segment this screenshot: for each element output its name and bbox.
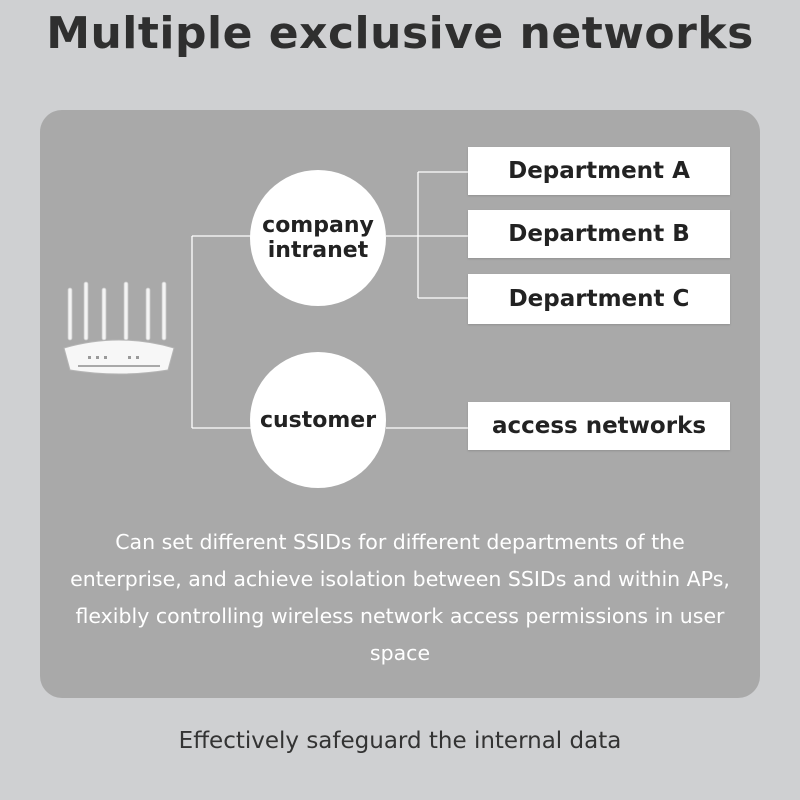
footer-caption: Effectively safeguard the internal data	[178, 728, 622, 754]
department-a-label: Department A	[508, 158, 690, 184]
department-c-label: Department C	[508, 286, 690, 312]
department-b-label: Department B	[508, 221, 690, 247]
department-b-box: Department B	[468, 210, 730, 258]
node-company-intranet-label: company intranet	[262, 213, 374, 263]
wifi-router-icon	[58, 278, 180, 382]
node-customer: customer	[250, 352, 386, 488]
node-customer-label: customer	[259, 407, 377, 433]
page-title: Multiple exclusive networks	[46, 8, 754, 59]
department-c-box: Department C	[468, 274, 730, 324]
department-a-box: Department A	[468, 147, 730, 195]
node-company-intranet: company intranet	[250, 170, 386, 306]
access-networks-label: access networks	[491, 413, 707, 439]
description-text: Can set different SSIDs for different de…	[70, 530, 730, 665]
access-networks-box: access networks	[468, 402, 730, 450]
